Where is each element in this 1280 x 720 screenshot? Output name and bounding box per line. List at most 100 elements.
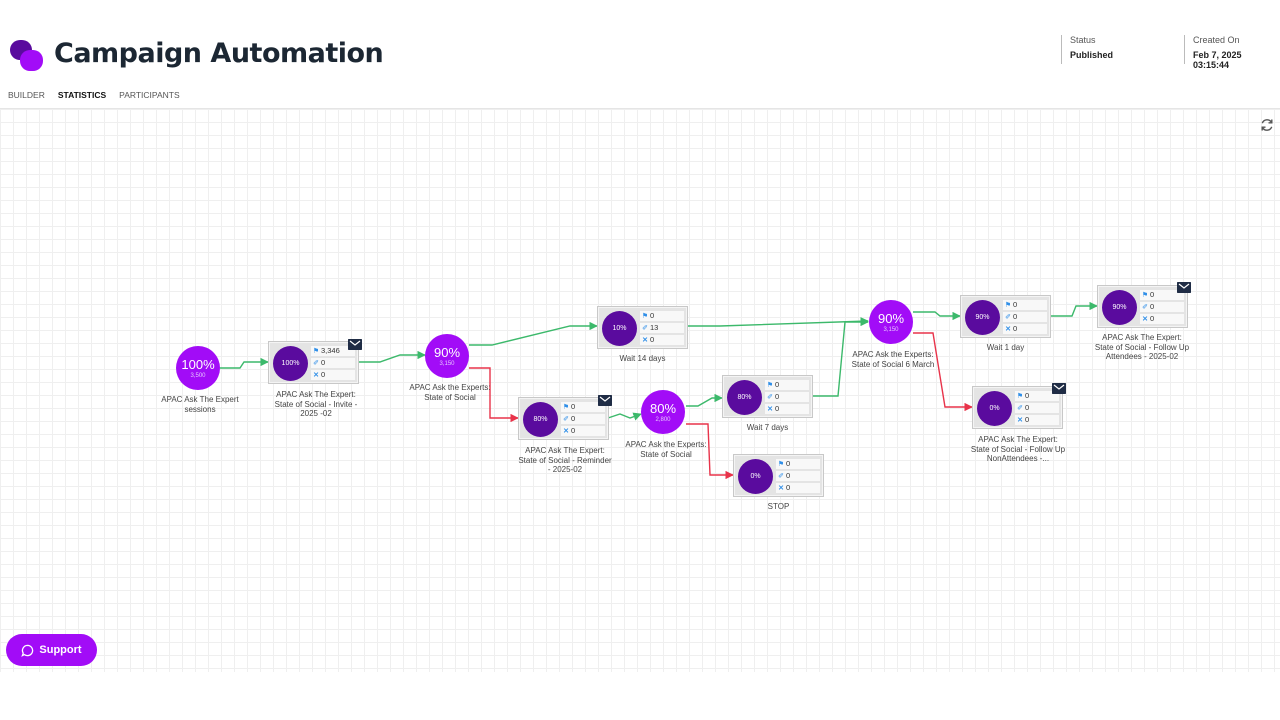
click-icon: ✐ xyxy=(313,360,319,367)
stat-value: 0 xyxy=(775,392,780,401)
stat-value: 0 xyxy=(571,402,576,411)
decision-percent: 90% xyxy=(877,311,905,326)
step-label: Wait 14 days xyxy=(619,354,666,363)
stat-value: 0 xyxy=(775,380,780,389)
step-label: APAC Ask The Expert: State of Social - I… xyxy=(274,390,358,418)
support-button[interactable]: Support xyxy=(6,634,97,666)
email-icon xyxy=(1177,282,1191,293)
stat-row: ⚑3,346 xyxy=(311,346,355,356)
email-icon xyxy=(348,339,362,350)
stat-value: 0 xyxy=(786,471,791,480)
step-label: Wait 1 day xyxy=(986,343,1025,352)
stat-value: 0 xyxy=(1013,300,1018,309)
stat-value: 0 xyxy=(786,459,791,468)
workflow-canvas[interactable] xyxy=(0,109,1280,672)
step-label: APAC Ask The Expert: State of Social - F… xyxy=(1094,333,1190,361)
click-icon: ✐ xyxy=(642,325,648,332)
decision-count: 2,800 xyxy=(655,417,671,423)
wait-step-node[interactable]: 80% ⚑0 ✐0 ✕0 xyxy=(722,375,813,418)
chat-bubble-icon xyxy=(21,644,34,657)
wait-step-node[interactable]: 90% ⚑0 ✐0 ✕0 xyxy=(960,295,1051,338)
close-icon: ✕ xyxy=(642,337,648,344)
stat-row: ⚑0 xyxy=(561,402,605,412)
tab-statistics[interactable]: STATISTICS xyxy=(57,90,107,100)
close-icon: ✕ xyxy=(767,406,773,413)
decision-node[interactable]: 90% 3,150 xyxy=(869,300,913,344)
stat-row: ⚑0 xyxy=(776,459,820,469)
step-percent: 90% xyxy=(965,300,1000,335)
stat-value: 0 xyxy=(571,426,576,435)
stat-value: 0 xyxy=(1150,314,1155,323)
stat-value: 0 xyxy=(1025,391,1030,400)
click-icon: ✐ xyxy=(778,473,784,480)
wait-step-node[interactable]: 10% ⚑0 ✐13 ✕0 xyxy=(597,306,688,349)
created-block: Created On Feb 7, 2025 03:15:44 xyxy=(1184,35,1280,70)
stat-value: 0 xyxy=(321,358,326,367)
click-icon: ✐ xyxy=(1005,314,1011,321)
refresh-icon[interactable] xyxy=(1259,117,1275,133)
flag-icon: ⚑ xyxy=(766,382,774,389)
click-icon: ✐ xyxy=(1142,304,1148,311)
step-label: Wait 7 days xyxy=(746,423,789,432)
tab-builder[interactable]: BUILDER xyxy=(8,90,45,100)
stat-value: 0 xyxy=(1150,302,1155,311)
stat-value: 0 xyxy=(1150,290,1155,299)
stat-row: ✐0 xyxy=(1140,302,1184,312)
stat-row: ⚑0 xyxy=(765,380,809,390)
stat-row: ✐0 xyxy=(561,414,605,424)
created-value: Feb 7, 2025 03:15:44 xyxy=(1193,50,1242,70)
created-label: Created On xyxy=(1193,35,1240,45)
app-logo xyxy=(10,40,43,71)
start-node[interactable]: 100% 3,500 xyxy=(176,346,220,390)
stat-row: ✕0 xyxy=(1140,314,1184,324)
decision-label: APAC Ask the Experts: State of Social 6 … xyxy=(851,350,935,369)
stat-value: 0 xyxy=(1013,324,1018,333)
header-divider xyxy=(0,108,1280,109)
close-icon: ✕ xyxy=(563,428,569,435)
stat-row: ⚑0 xyxy=(1003,300,1047,310)
decision-node[interactable]: 90% 3,150 xyxy=(425,334,469,378)
stat-value: 0 xyxy=(650,311,655,320)
email-step-node[interactable]: 0% ⚑0 ✐0 ✕0 xyxy=(972,386,1063,429)
step-percent: 80% xyxy=(727,380,762,415)
stat-row: ✐0 xyxy=(776,471,820,481)
email-icon xyxy=(1052,383,1066,394)
email-step-node[interactable]: 100% ⚑3,346 ✐0 ✕0 xyxy=(268,341,359,384)
stat-row: ⚑0 xyxy=(1015,391,1059,401)
decision-percent: 80% xyxy=(649,401,677,416)
email-step-node[interactable]: 90% ⚑0 ✐0 ✕0 xyxy=(1097,285,1188,328)
step-percent: 80% xyxy=(523,402,558,437)
click-icon: ✐ xyxy=(1017,405,1023,412)
stop-step-node[interactable]: 0% ⚑0 ✐0 ✕0 xyxy=(733,454,824,497)
close-icon: ✕ xyxy=(1142,316,1148,323)
flag-icon: ⚑ xyxy=(641,313,649,320)
stat-row: ⚑0 xyxy=(1140,290,1184,300)
flag-icon: ⚑ xyxy=(562,404,570,411)
support-label: Support xyxy=(39,644,82,656)
decision-label: APAC Ask the Experts: State of Social xyxy=(409,383,491,402)
close-icon: ✕ xyxy=(313,372,319,379)
tab-bar: BUILDER STATISTICS PARTICIPANTS xyxy=(8,90,180,100)
decision-percent: 90% xyxy=(433,345,461,360)
stat-value: 13 xyxy=(650,323,659,332)
stat-value: 0 xyxy=(650,335,655,344)
close-icon: ✕ xyxy=(1005,326,1011,333)
email-icon xyxy=(598,395,612,406)
step-label: STOP xyxy=(767,502,790,511)
tab-participants[interactable]: PARTICIPANTS xyxy=(119,90,180,100)
stat-row: ✕0 xyxy=(765,404,809,414)
email-step-node[interactable]: 80% ⚑0 ✐0 ✕0 xyxy=(518,397,609,440)
stat-row: ✐0 xyxy=(311,358,355,368)
stat-row: ✐0 xyxy=(765,392,809,402)
decision-node[interactable]: 80% 2,800 xyxy=(641,390,685,434)
start-count: 3,500 xyxy=(190,373,206,379)
step-label: APAC Ask The Expert: State of Social - R… xyxy=(518,446,612,474)
stat-row: ⚑0 xyxy=(640,311,684,321)
stat-row: ✕0 xyxy=(1015,415,1059,425)
stat-row: ✕0 xyxy=(561,426,605,436)
start-label: APAC Ask The Expert sessions xyxy=(161,395,239,414)
step-percent: 10% xyxy=(602,311,637,346)
stat-row: ✕0 xyxy=(640,335,684,345)
flag-icon: ⚑ xyxy=(1004,302,1012,309)
stat-value: 0 xyxy=(321,370,326,379)
